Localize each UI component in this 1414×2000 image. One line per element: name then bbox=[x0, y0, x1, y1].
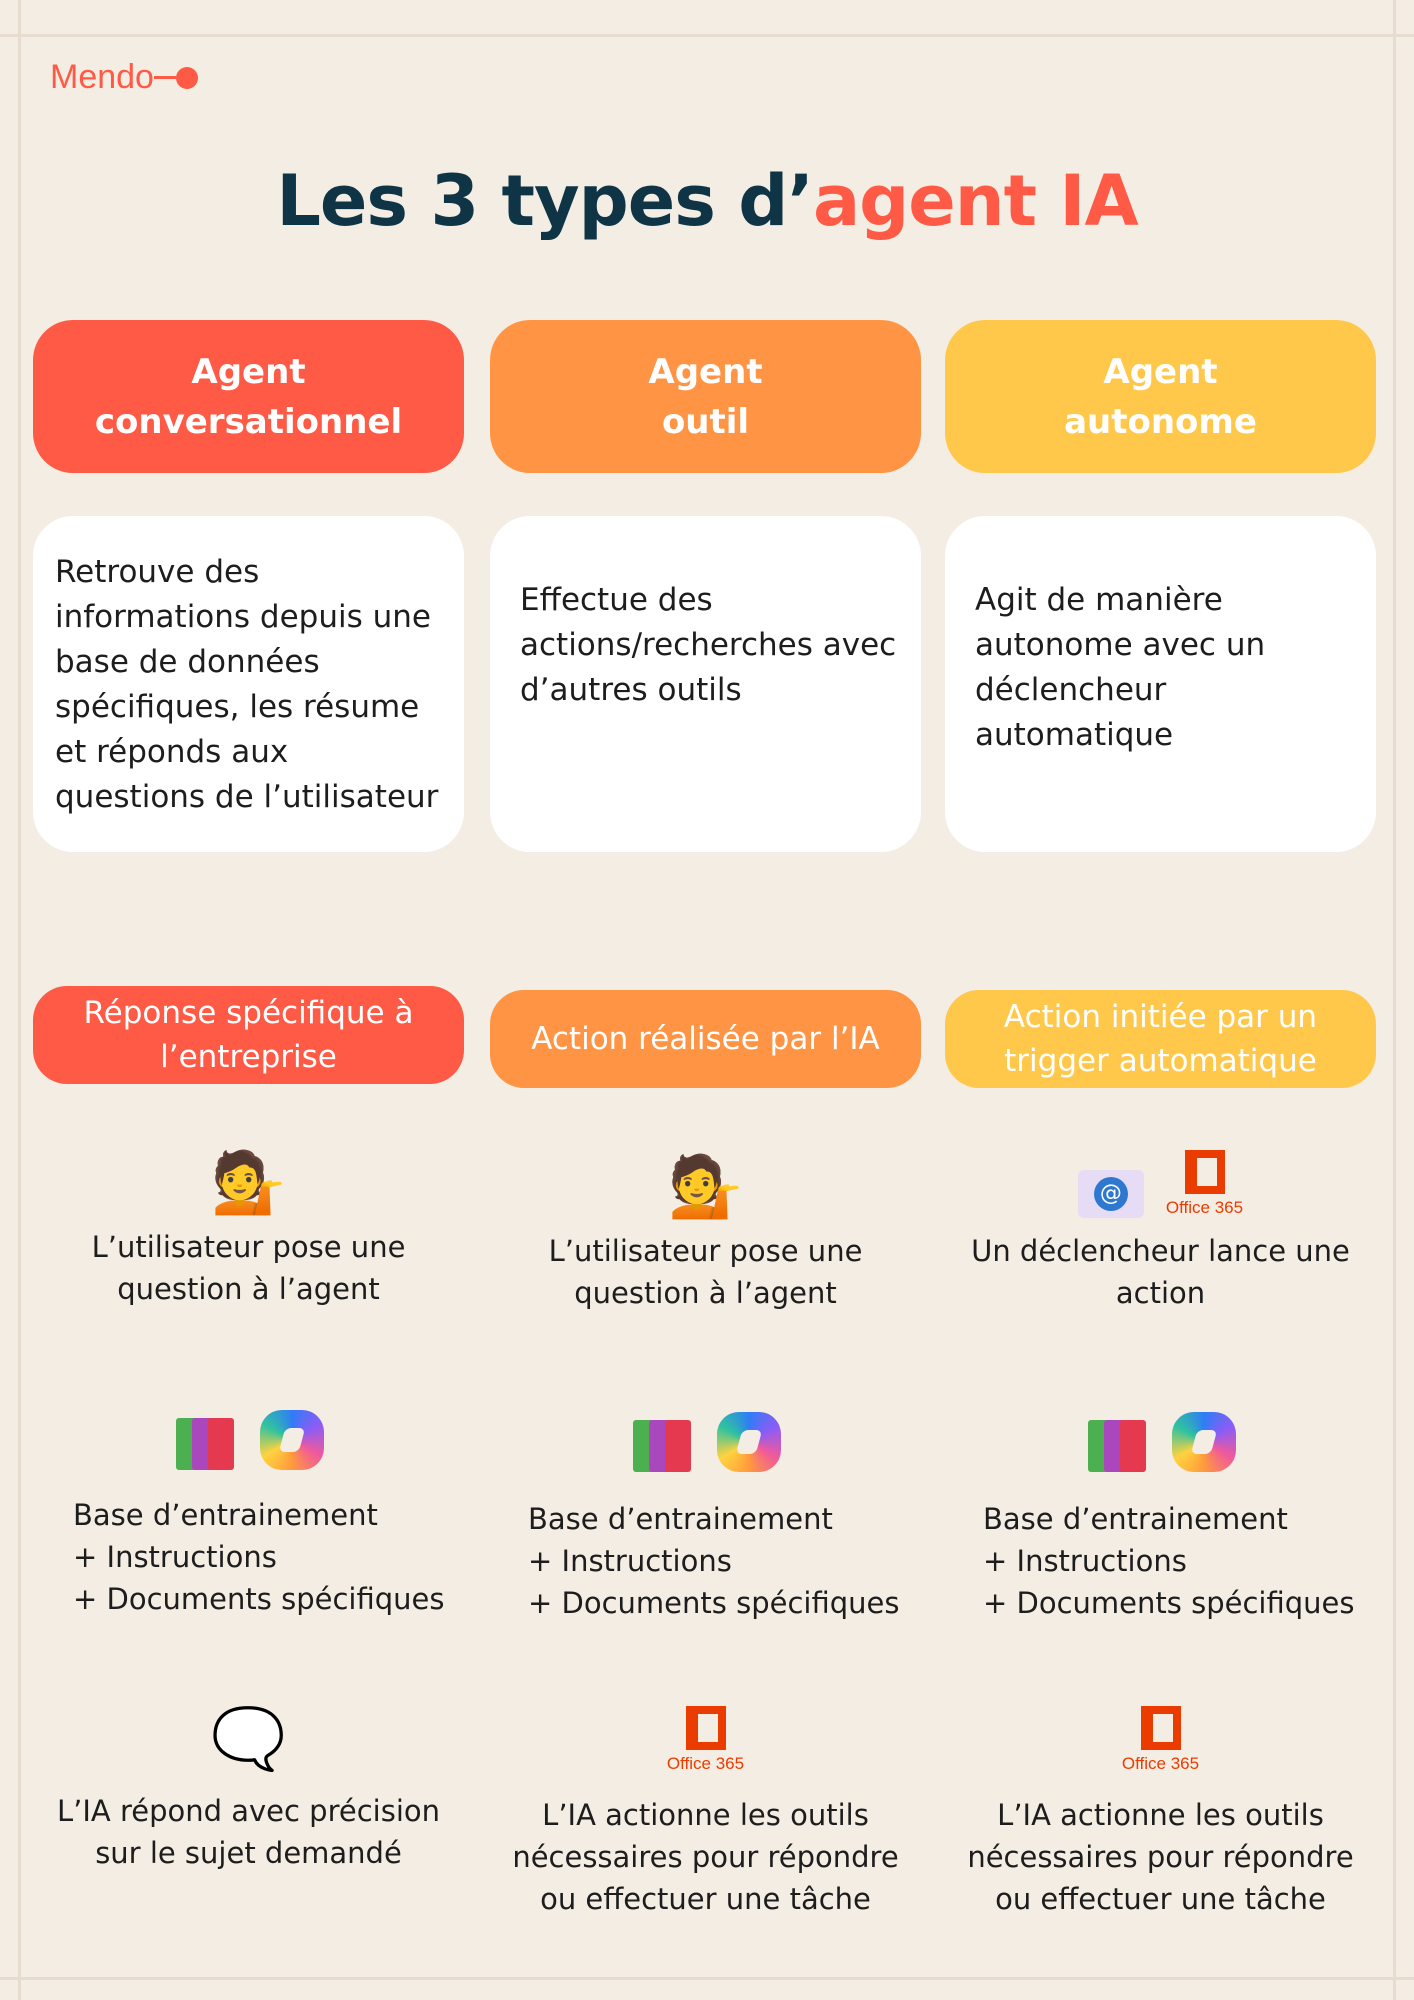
grid-line bbox=[18, 0, 21, 2000]
office365-label: Office 365 bbox=[1165, 1198, 1244, 1217]
books-icon bbox=[631, 1412, 695, 1472]
step1-text: L’utilisateur pose une question à l’agen… bbox=[91, 1230, 406, 1306]
office365-icon: Office 365 bbox=[1122, 1706, 1199, 1774]
grid-line bbox=[0, 34, 1414, 37]
page-title: Les 3 types d’agent IA bbox=[0, 160, 1414, 242]
description-card: Agit de manière autonome avec un déclenc… bbox=[945, 516, 1376, 852]
copilot-icon bbox=[1171, 1412, 1236, 1472]
step2-text: Base d’entrainement + Instructions + Doc… bbox=[490, 1498, 921, 1624]
icon-row bbox=[945, 1412, 1376, 1472]
person-raising-hand-icon: 💁 bbox=[668, 1152, 743, 1222]
step1-text: L’utilisateur pose une question à l’agen… bbox=[548, 1234, 863, 1310]
office365-icon: Office 365 bbox=[1166, 1150, 1243, 1218]
step1-text: Un déclencheur lance une action bbox=[971, 1234, 1350, 1310]
books-icon bbox=[1086, 1412, 1150, 1472]
email-icon: @ bbox=[1077, 1170, 1144, 1218]
grid-line bbox=[1393, 0, 1396, 2000]
step3-text: L’IA actionne les outils nécessaires pou… bbox=[512, 1798, 899, 1916]
description-card: Retrouve des informations depuis une bas… bbox=[33, 516, 464, 852]
title-accent: agent IA bbox=[812, 160, 1139, 242]
books-icon bbox=[174, 1410, 238, 1470]
office365-label: Office 365 bbox=[1121, 1754, 1200, 1773]
step2-line: + Instructions bbox=[528, 1544, 732, 1578]
tag-box: Réponse spécifique à l’entreprise bbox=[33, 986, 464, 1084]
writing-bubble-icon: 🗨️ bbox=[211, 1704, 286, 1774]
header-box: Agent outil bbox=[490, 320, 921, 473]
step2-line: Base d’entrainement bbox=[528, 1502, 833, 1536]
step2-line: Base d’entrainement bbox=[983, 1502, 1288, 1536]
step2-line: + Instructions bbox=[73, 1540, 277, 1574]
step2-line: + Documents spécifiques bbox=[528, 1586, 900, 1620]
icon-row bbox=[490, 1412, 921, 1472]
step2-line: + Documents spécifiques bbox=[73, 1582, 445, 1616]
tag-box: Action initiée par un trigger automatiqu… bbox=[945, 990, 1376, 1088]
logo: Mendo bbox=[50, 58, 198, 97]
grid-line bbox=[0, 1977, 1414, 1980]
step3-text: L’IA répond avec précision sur le sujet … bbox=[56, 1794, 441, 1870]
copilot-icon bbox=[716, 1412, 781, 1472]
icon-row bbox=[33, 1410, 464, 1470]
copilot-icon bbox=[259, 1410, 324, 1470]
step2-text: Base d’entrainement + Instructions + Doc… bbox=[945, 1498, 1376, 1624]
header-box: Agent autonome bbox=[945, 320, 1376, 473]
step2-line: + Documents spécifiques bbox=[983, 1586, 1355, 1620]
step3-text: L’IA actionne les outils nécessaires pou… bbox=[967, 1798, 1354, 1916]
tag-box: Action réalisée par l’IA bbox=[490, 990, 921, 1088]
logo-text: Mendo bbox=[50, 58, 154, 96]
step2-line: Base d’entrainement bbox=[73, 1498, 378, 1532]
person-raising-hand-icon: 💁 bbox=[211, 1148, 286, 1218]
step2-line: + Instructions bbox=[983, 1544, 1187, 1578]
step2-text: Base d’entrainement + Instructions + Doc… bbox=[33, 1494, 464, 1620]
office365-label: Office 365 bbox=[666, 1754, 745, 1773]
title-main: Les 3 types d’ bbox=[276, 160, 814, 242]
header-box: Agent conversationnel bbox=[33, 320, 464, 473]
description-card: Effectue des actions/recherches avec d’a… bbox=[490, 516, 921, 852]
office365-icon: Office 365 bbox=[667, 1706, 744, 1774]
icon-row: @ Office 365 bbox=[945, 1150, 1376, 1218]
